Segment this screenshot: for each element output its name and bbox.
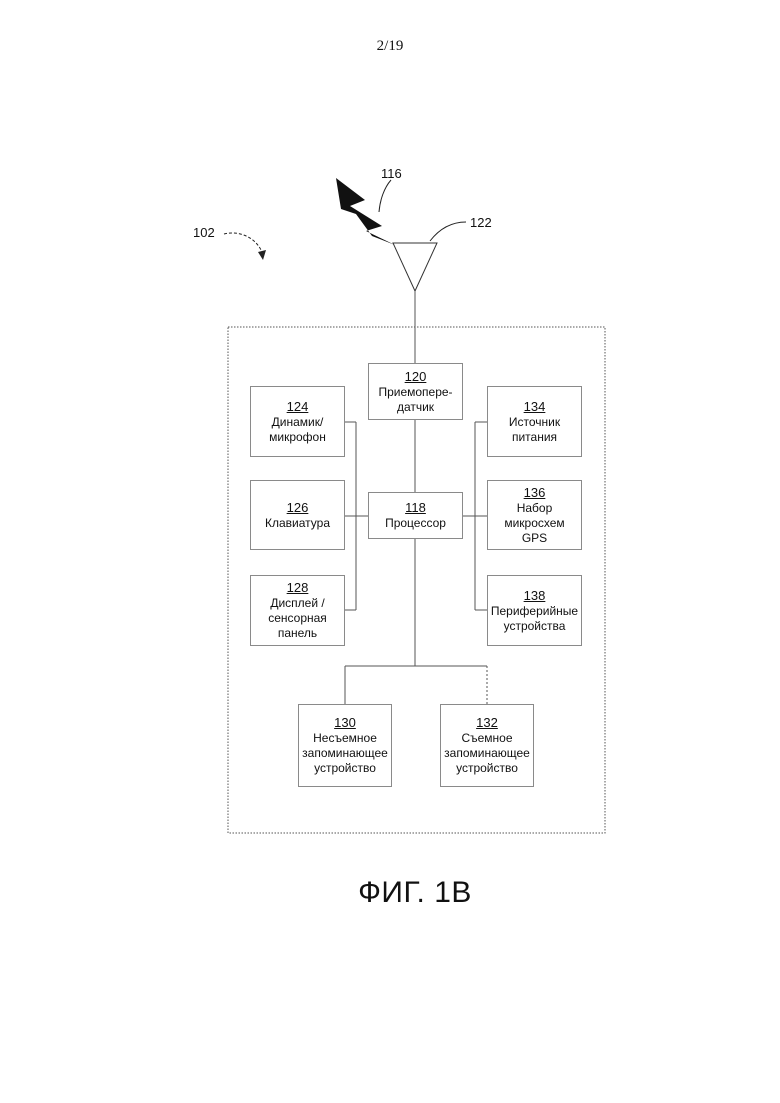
display-text: Дисплей / сенсорная панель [268, 596, 327, 641]
transceiver-block: 120 Приемопере- датчик [368, 363, 463, 420]
gps-number: 136 [524, 485, 546, 501]
removable-memory-number: 132 [476, 715, 498, 731]
power-number: 134 [524, 399, 546, 415]
processor-block: 118 Процессор [368, 492, 463, 539]
figure-caption: ФИГ. 1В [0, 876, 780, 910]
keyboard-text: Клавиатура [265, 516, 330, 531]
display-block: 128 Дисплей / сенсорная панель [250, 575, 345, 646]
antenna-label: 122 [470, 215, 492, 230]
gps-block: 136 Набор микросхем GPS [487, 480, 582, 550]
peripherals-block: 138 Периферийные устройства [487, 575, 582, 646]
keyboard-block: 126 Клавиатура [250, 480, 345, 550]
power-block: 134 Источник питания [487, 386, 582, 457]
processor-text: Процессор [385, 516, 446, 531]
antenna-icon [393, 243, 437, 291]
removable-memory-block: 132 Съемное запоминающее устройство [440, 704, 534, 787]
antenna-leader [430, 222, 466, 241]
lightning-bolt-icon [336, 178, 395, 245]
speaker-number: 124 [287, 399, 309, 415]
speaker-block: 124 Динамик/ микрофон [250, 386, 345, 457]
device-label: 102 [193, 225, 215, 240]
peripherals-number: 138 [524, 588, 546, 604]
nonremovable-memory-number: 130 [334, 715, 356, 731]
keyboard-number: 126 [287, 500, 309, 516]
removable-memory-text: Съемное запоминающее устройство [444, 731, 530, 776]
processor-number: 118 [405, 500, 426, 516]
transceiver-number: 120 [405, 369, 427, 385]
nonremovable-memory-text: Несъемное запоминающее устройство [302, 731, 388, 776]
peripherals-text: Периферийные устройства [491, 604, 578, 634]
signal-leader [379, 180, 391, 212]
transceiver-text: Приемопере- датчик [378, 385, 452, 415]
device-leader [224, 233, 262, 252]
device-leader-arrow [258, 250, 266, 260]
gps-text: Набор микросхем GPS [488, 501, 581, 546]
nonremovable-memory-block: 130 Несъемное запоминающее устройство [298, 704, 392, 787]
speaker-text: Динамик/ микрофон [269, 415, 326, 445]
display-number: 128 [287, 580, 309, 596]
signal-label: 116 [381, 166, 402, 181]
power-text: Источник питания [509, 415, 560, 445]
